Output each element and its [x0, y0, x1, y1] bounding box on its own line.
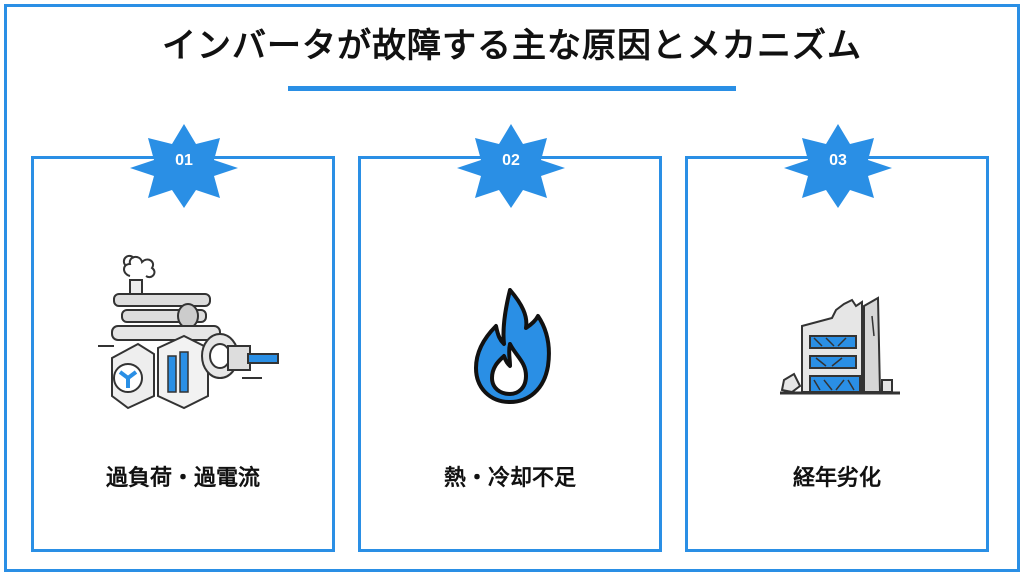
cause-card-2 [358, 156, 662, 552]
page-title: インバータが故障する主な原因とメカニズム [162, 26, 862, 66]
number-badge-2: 02 [455, 124, 567, 208]
star-badge-icon [457, 124, 565, 208]
number-badge-1: 01 [128, 124, 240, 208]
badge-number: 02 [502, 152, 520, 169]
star-badge-icon [784, 124, 892, 208]
number-badge-3: 03 [782, 124, 894, 208]
flame-icon [474, 288, 551, 404]
damaged-building-icon [780, 296, 900, 395]
star-badge-icon [130, 124, 238, 208]
machine-icon [98, 254, 279, 410]
cause-label-3: 経年劣化 [792, 466, 881, 491]
cause-label-2: 熱・冷却不足 [443, 466, 576, 491]
badge-number: 03 [829, 152, 847, 169]
badge-number: 01 [175, 152, 193, 169]
cause-label-1: 過負荷・過電流 [105, 466, 260, 491]
title-underline [288, 86, 736, 91]
